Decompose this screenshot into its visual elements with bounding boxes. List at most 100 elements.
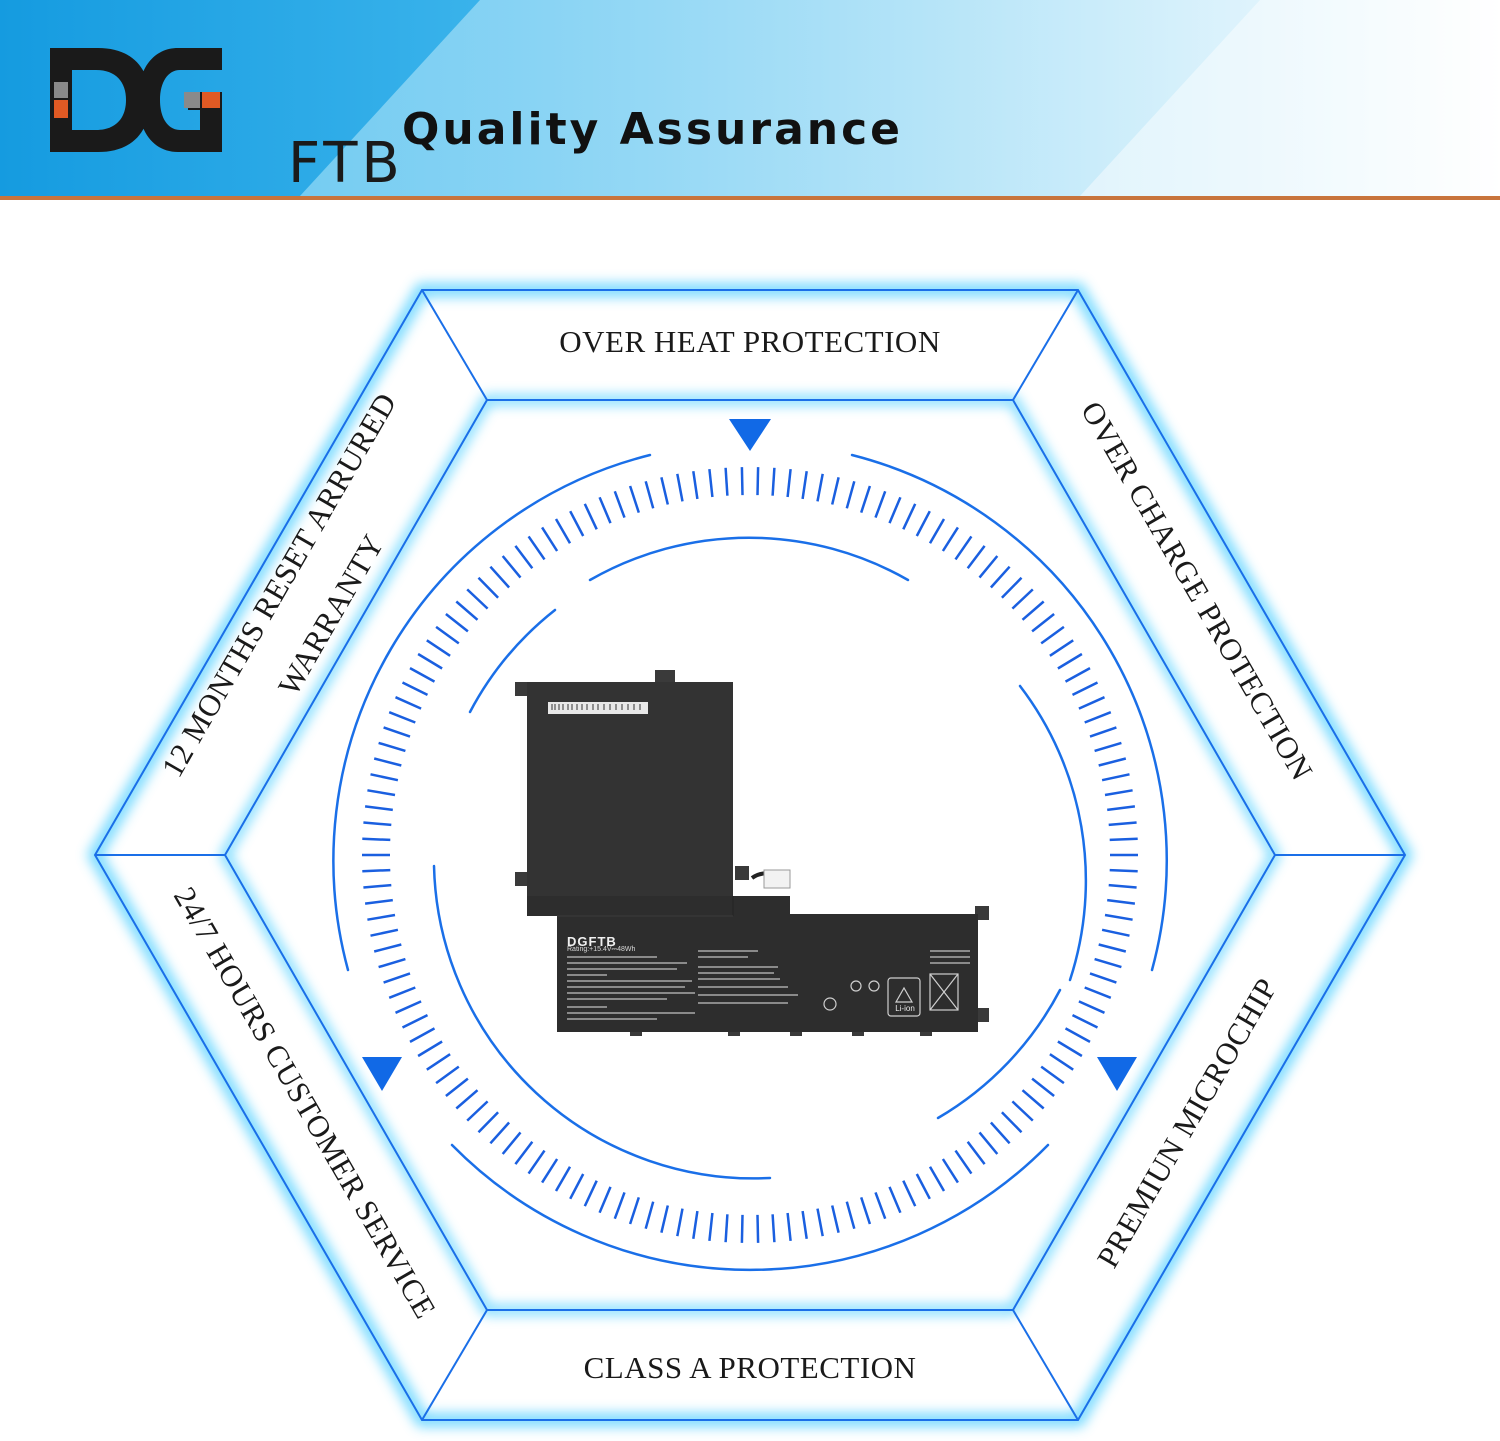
tick-mark (1031, 1077, 1055, 1097)
battery-rating-label: Rating:+15.4V⎓48Wh (567, 946, 636, 953)
tick-mark (1064, 1027, 1091, 1043)
tick-mark (1078, 696, 1106, 710)
tick-mark (941, 1158, 959, 1184)
tick-mark (1108, 883, 1137, 889)
tick-mark (489, 1121, 511, 1145)
tick-mark (501, 555, 522, 579)
banner-title: Quality Assurance (402, 104, 904, 155)
tick-mark (598, 1186, 612, 1214)
tick-mark (628, 1197, 640, 1225)
tick-mark (435, 1065, 460, 1085)
tick-mark (388, 711, 416, 724)
tick-mark (740, 467, 744, 496)
tick-mark (660, 1205, 670, 1233)
tick-mark (583, 503, 598, 530)
tick-mark (708, 1212, 714, 1242)
tick-mark (541, 526, 559, 552)
tick-mark (527, 1149, 546, 1175)
tick-mark (1108, 821, 1137, 827)
tick-mark (676, 473, 684, 502)
feature-label-bottom: CLASS A PROTECTION (584, 1350, 917, 1385)
tick-mark (1040, 1065, 1065, 1085)
tick-mark (401, 681, 429, 697)
certification-marks-icon (823, 973, 959, 1017)
tick-mark (373, 943, 402, 953)
banner-underline (0, 196, 1500, 200)
tick-mark (1109, 837, 1138, 842)
logo-text-ftb: FTB (288, 131, 404, 196)
tick-mark (644, 1201, 655, 1230)
tick-mark (554, 1166, 572, 1192)
tick-mark (771, 467, 776, 496)
ring-arcs (332, 453, 1168, 1272)
tick-mark (417, 652, 443, 670)
tick-mark (501, 1131, 522, 1155)
triangle-marker-icon (362, 1057, 402, 1091)
tick-mark (874, 490, 887, 519)
tick-mark (455, 600, 479, 621)
tick-mark (845, 480, 856, 509)
tick-mark (383, 726, 411, 738)
banner-background (0, 0, 1500, 196)
tick-mark (514, 545, 534, 569)
tick-mark (569, 1173, 585, 1200)
tick-mark (888, 496, 902, 524)
tick-mark (394, 1000, 422, 1014)
tick-mark (756, 1214, 760, 1243)
tick-mark (1021, 600, 1045, 621)
tick-mark (373, 757, 402, 767)
triangle-marker-icon (729, 419, 771, 451)
tick-mark (830, 477, 840, 505)
tick-mark (1001, 576, 1023, 599)
tick-mark (928, 1166, 946, 1192)
feature-label-top: OVER HEAT PROTECTION (559, 324, 940, 359)
dgftb-logo: FTB (50, 48, 400, 192)
tick-mark (830, 1205, 840, 1233)
tick-mark (466, 1100, 489, 1122)
tick-mark (409, 1027, 436, 1043)
dg-logo-mark-icon (50, 48, 222, 152)
tick-mark (786, 468, 792, 498)
tick-mark (954, 535, 973, 561)
tick-mark (362, 837, 391, 842)
tick-mark (370, 928, 399, 937)
tick-mark (740, 1214, 744, 1243)
tick-mark (1109, 868, 1138, 873)
tick-mark (1094, 957, 1122, 969)
battery-label-text-lines (567, 950, 970, 1020)
tick-mark (915, 1173, 931, 1200)
tick-mark (1071, 1013, 1099, 1029)
tick-mark (816, 473, 824, 502)
tick-mark (1098, 943, 1127, 953)
tick-mark (409, 667, 436, 683)
tick-mark (644, 480, 655, 509)
tick-mark (514, 1141, 534, 1165)
tick-mark (724, 467, 729, 496)
tick-mark (1049, 639, 1074, 657)
tick-mark (660, 477, 670, 505)
tick-mark (874, 1191, 887, 1220)
tick-mark (676, 1208, 684, 1237)
tick-mark (364, 805, 393, 812)
tick-mark (477, 1111, 499, 1134)
tick-mark (426, 639, 451, 657)
tick-mark (860, 485, 872, 513)
tick-mark (786, 1212, 792, 1242)
tick-mark (1104, 913, 1133, 921)
tick-mark (364, 898, 393, 905)
tick-mark (692, 1210, 699, 1239)
tick-mark (1101, 928, 1130, 937)
tick-mark (1011, 1100, 1034, 1122)
tick-mark (435, 625, 460, 645)
tick-mark (378, 741, 406, 753)
tick-mark (902, 1180, 917, 1207)
tick-mark (1031, 613, 1055, 633)
tick-mark (724, 1214, 729, 1243)
tick-ring (362, 467, 1138, 1243)
tick-mark (466, 588, 489, 610)
tick-mark (978, 555, 999, 579)
header-banner: FTB Quality Assurance (0, 0, 1500, 200)
battery-connector (763, 869, 791, 889)
tick-mark (801, 1210, 808, 1239)
tick-mark (554, 518, 572, 544)
